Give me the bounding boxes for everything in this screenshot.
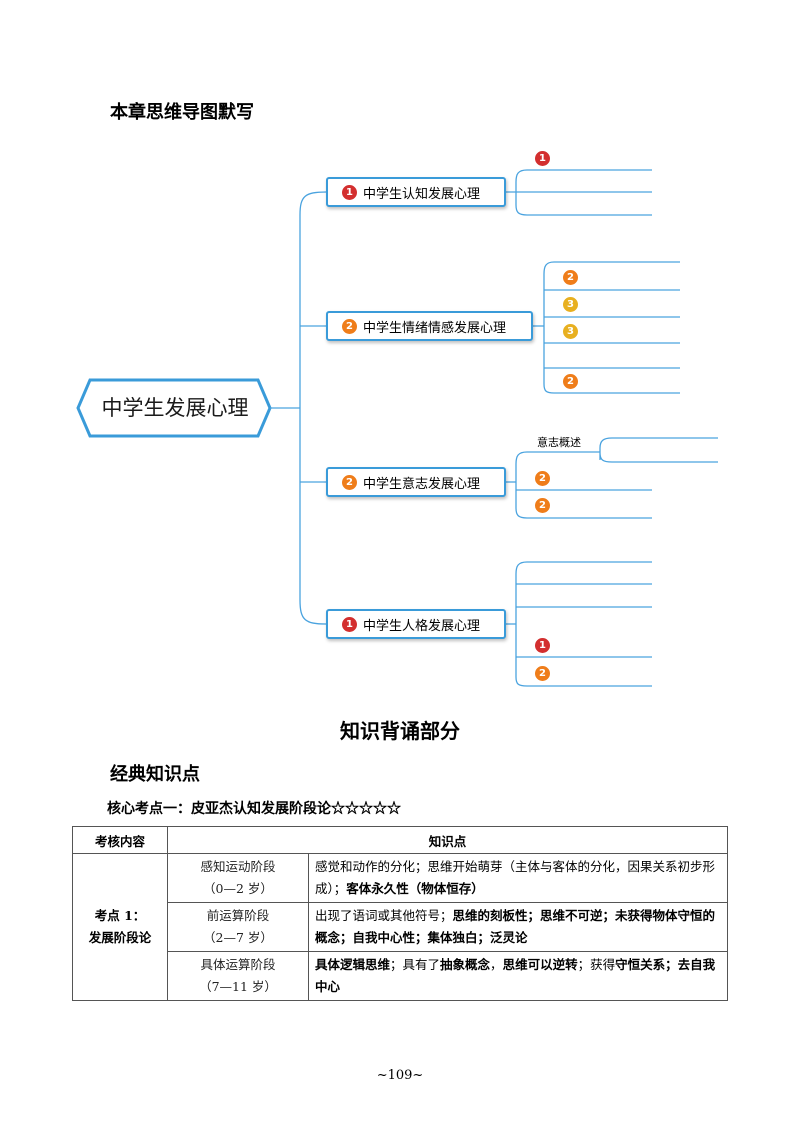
exam-point-name: 发展阶段论 <box>88 930 152 945</box>
mindmap-branch-emotion: 2 中学生情绪情感发展心理 <box>326 311 533 341</box>
knowledge-text: ；具有了 <box>390 957 441 972</box>
table-row: 具体运算阶段 （7—11 岁） 具体逻辑思维；具有了抽象概念，思维可以逆转；获得… <box>73 951 728 1001</box>
header-cell: 考核内容 <box>72 826 168 854</box>
page-number: ~109~ <box>376 1068 424 1083</box>
leaf-number-badge-icon: 2 <box>563 270 578 285</box>
leaf-number-badge-icon: 1 <box>535 151 550 166</box>
stage-name: 前运算阶段 <box>206 908 270 923</box>
knowledge-key-text: 守恒关系；去自我中心 <box>315 957 716 994</box>
stage-cell: 前运算阶段 （2—7 岁） <box>167 902 309 952</box>
knowledge-key-text: 客体永久性（物体恒存） <box>346 881 484 896</box>
section-title: 知识背诵部分 <box>340 719 460 743</box>
table-header-row: 考核内容 知识点 <box>72 826 728 854</box>
stage-age: （2—7 岁） <box>203 930 273 945</box>
mindmap-root: 中学生发展心理 <box>80 380 270 436</box>
knowledge-text: 感觉和动作的分化；思维开始萌芽（主体与客体的分化，因果关系初步形成）； <box>315 859 716 896</box>
leaf-number-badge-icon: 3 <box>563 297 578 312</box>
leaf-number-badge-icon: 3 <box>563 324 578 339</box>
exam-point-label: 考点 1： <box>94 908 146 923</box>
leaf-number-badge-icon: 2 <box>535 471 550 486</box>
knowledge-key-text: 具体逻辑思维 <box>315 957 391 972</box>
header-cell: 知识点 <box>167 826 728 854</box>
number-badge-icon: 2 <box>342 474 357 490</box>
mindmap-root-label: 中学生发展心理 <box>101 396 249 420</box>
mindmap-branch-cognitive: 1 中学生认知发展心理 <box>326 177 506 207</box>
leaf-number-badge-icon: 2 <box>535 498 550 513</box>
branch-label: 中学生人格发展心理 <box>363 618 481 634</box>
table-row: 前运算阶段 （2—7 岁） 出现了语词或其他符号；思维的刻板性；思维不可逆；未获… <box>73 902 728 952</box>
knowledge-key-text: 思维的刻板性；思维不可逆；未获得物体守恒的概念；自我中心性；集体独白；泛灵论 <box>315 908 716 945</box>
knowledge-key-text: 思维可以逆转 <box>502 957 578 972</box>
knowledge-cell: 具体逻辑思维；具有了抽象概念，思维可以逆转；获得守恒关系；去自我中心 <box>308 951 728 1001</box>
leaf-number-badge-icon: 1 <box>535 638 550 653</box>
branch-label: 中学生情绪情感发展心理 <box>363 320 507 336</box>
stage-age: （0—2 岁） <box>203 881 273 896</box>
mindmap-branch-will: 2 中学生意志发展心理 <box>326 467 506 497</box>
stage-age: （7—11 岁） <box>199 979 277 994</box>
knowledge-cell: 出现了语词或其他符号；思维的刻板性；思维不可逆；未获得物体守恒的概念；自我中心性… <box>308 902 728 952</box>
mindmap-heading: 本章思维导图默写 <box>110 102 254 123</box>
stage-name: 具体运算阶段 <box>200 957 276 972</box>
leaf-number-badge-icon: 2 <box>563 374 578 389</box>
knowledge-text: ， <box>490 957 503 972</box>
number-badge-icon: 1 <box>342 184 357 200</box>
number-badge-icon: 2 <box>342 318 357 334</box>
knowledge-key-text: 抽象概念 <box>440 957 491 972</box>
branch-label: 中学生意志发展心理 <box>363 476 481 492</box>
will-sub-label: 意志概述 <box>537 436 581 449</box>
number-badge-icon: 1 <box>342 616 357 632</box>
stage-name: 感知运动阶段 <box>200 859 276 874</box>
mindmap-branch-personality: 1 中学生人格发展心理 <box>326 609 506 639</box>
stage-cell: 感知运动阶段 （0—2 岁） <box>167 853 309 903</box>
table-row: 考点 1： 发展阶段论 感知运动阶段 （0—2 岁） 感觉和动作的分化；思维开始… <box>72 853 728 1001</box>
knowledge-text: 出现了语词或其他符号； <box>315 908 453 923</box>
knowledge-cell: 感觉和动作的分化；思维开始萌芽（主体与客体的分化，因果关系初步形成）；客体永久性… <box>308 853 728 903</box>
knowledge-table: 考核内容 知识点 考点 1： 发展阶段论 感知运动阶段 （0—2 岁） 感觉和动… <box>72 826 728 1001</box>
core-heading: 核心考点一：皮亚杰认知发展阶段论☆☆☆☆☆ <box>107 801 401 817</box>
stage-cell: 具体运算阶段 （7—11 岁） <box>167 951 309 1001</box>
branch-label: 中学生认知发展心理 <box>363 186 481 202</box>
classic-heading: 经典知识点 <box>110 764 200 785</box>
mindmap-connectors <box>76 169 718 687</box>
exam-point-cell: 考点 1： 发展阶段论 <box>72 853 168 1001</box>
knowledge-text: ；获得 <box>577 957 616 972</box>
leaf-number-badge-icon: 2 <box>535 666 550 681</box>
